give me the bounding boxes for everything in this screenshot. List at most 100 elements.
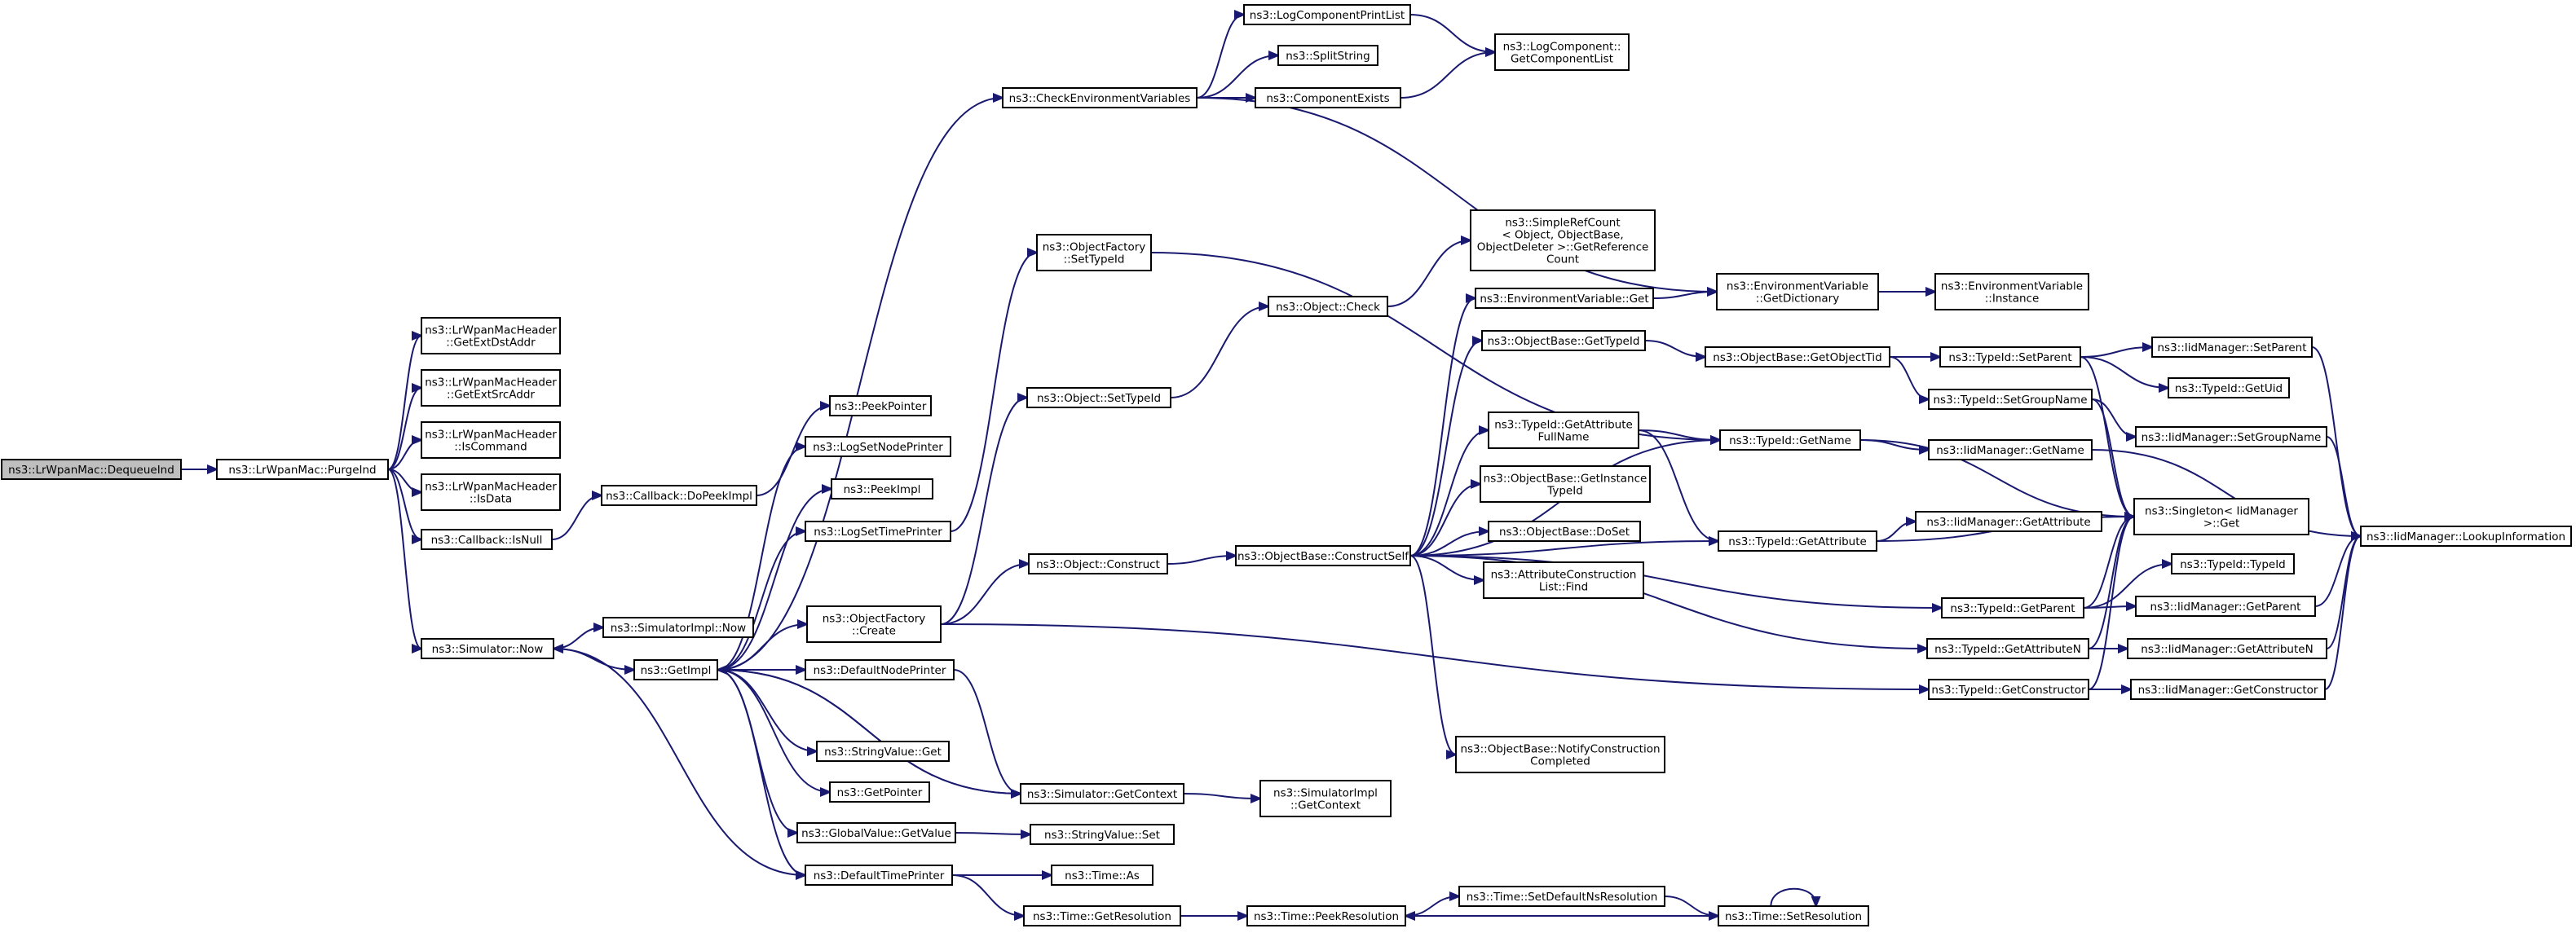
node-envgetdict[interactable]: ns3::EnvironmentVariable::GetDictionary	[1716, 273, 1879, 310]
arrowhead	[807, 746, 819, 756]
node-tidsetparent[interactable]: ns3::TypeId::SetParent	[1939, 346, 2081, 367]
node-box	[1246, 905, 1406, 926]
node-lcgetlist[interactable]: ns3::LogComponent::GetComponentList	[1494, 33, 1630, 71]
node-box	[796, 822, 956, 843]
node-ofsettype[interactable]: ns3::ObjectFactory::SetTypeId	[1036, 234, 1152, 271]
node-iidgetattrn[interactable]: ns3::IidManager::GetAttributeN	[2127, 638, 2327, 659]
edge-line	[1409, 14, 1496, 53]
node-box	[1028, 553, 1168, 574]
node-implnow[interactable]: ns3::SimulatorImpl::Now	[602, 617, 754, 638]
node-box	[1470, 209, 1656, 271]
node-tidgetuid[interactable]: ns3::TypeId::GetUid	[2168, 377, 2290, 398]
node-implgetctx[interactable]: ns3::SimulatorImpl::GetContext	[1259, 780, 1392, 817]
node-setdefns[interactable]: ns3::Time::SetDefaultNsResolution	[1458, 886, 1665, 907]
edge-line	[1409, 297, 1476, 557]
edge-constructself-to-obdoset	[1409, 526, 1491, 557]
node-iidgetparent[interactable]: ns3::IidManager::GetParent	[2135, 596, 2316, 617]
node-checkenv[interactable]: ns3::CheckEnvironmentVariables	[1002, 87, 1198, 108]
edge-envgetdict-to-envinst	[1878, 287, 1938, 297]
node-objconstruct[interactable]: ns3::Object::Construct	[1028, 553, 1168, 574]
node-logcplist[interactable]: ns3::LogComponentPrintList	[1243, 4, 1411, 25]
node-iidgetctor[interactable]: ns3::IidManager::GetConstructor	[2130, 679, 2326, 700]
arrowhead	[796, 442, 808, 451]
node-splitstr[interactable]: ns3::SplitString	[1277, 45, 1378, 66]
node-box	[2130, 679, 2326, 700]
arrowhead	[2126, 601, 2138, 611]
node-tidgetparent[interactable]: ns3::TypeId::GetParent	[1941, 597, 2084, 618]
node-iidsetparent[interactable]: ns3::IidManager::SetParent	[2151, 337, 2313, 358]
node-iidsetgroup[interactable]: ns3::IidManager::SetGroupName	[2135, 426, 2327, 447]
node-label: ns3::ObjectBase::DoSet	[1499, 526, 1630, 539]
node-tidgetname[interactable]: ns3::TypeId::GetName	[1719, 429, 1861, 451]
node-extsrc[interactable]: ns3::LrWpanMacHeader::GetExtSrcAddr	[421, 369, 561, 407]
node-label: >::Get	[2203, 517, 2239, 530]
node-envinst[interactable]: ns3::EnvironmentVariable::Instance	[1934, 273, 2089, 310]
arrowhead	[1479, 526, 1491, 536]
node-label: ns3::ObjectBase::GetTypeId	[1488, 335, 1640, 348]
node-strset[interactable]: ns3::StringValue::Set	[1030, 824, 1175, 845]
node-tidtypeid[interactable]: ns3::TypeId::TypeId	[2171, 553, 2295, 574]
arrowhead	[1485, 47, 1498, 57]
node-simgetctx[interactable]: ns3::Simulator::GetContext	[1020, 783, 1184, 804]
node-lognodepr[interactable]: ns3::LogSetNodePrinter	[805, 436, 951, 457]
node-obgettype[interactable]: ns3::ObjectBase::GetTypeId	[1481, 330, 1646, 351]
node-singleton[interactable]: ns3::Singleton< IidManager>::Get	[2133, 498, 2309, 535]
node-iscmd[interactable]: ns3::LrWpanMacHeader::IsCommand	[421, 421, 561, 459]
node-gvget[interactable]: ns3::GlobalValue::GetValue	[796, 822, 956, 843]
node-timegetres[interactable]: ns3::Time::GetResolution	[1023, 905, 1181, 926]
node-objsettype[interactable]: ns3::Object::SetTypeId	[1026, 387, 1171, 408]
edge-simgetctx-to-implgetctx	[1183, 793, 1263, 803]
edge-timesetres-to-peekres	[1403, 911, 1718, 921]
node-getimpl[interactable]: ns3::GetImpl	[633, 659, 718, 680]
arrowhead	[1014, 911, 1026, 921]
node-iidgetname[interactable]: ns3::IidManager::GetName	[1928, 439, 2093, 460]
node-logtimepr[interactable]: ns3::LogSetTimePrinter	[805, 521, 951, 542]
node-isdata[interactable]: ns3::LrWpanMacHeader::IsData	[421, 473, 561, 511]
node-extdst[interactable]: ns3::LrWpanMacHeader::GetExtDstAddr	[421, 317, 561, 354]
node-label: ns3::TypeId::SetGroupName	[1933, 394, 2087, 407]
node-purge[interactable]: ns3::LrWpanMac::PurgeInd	[216, 459, 389, 480]
node-peekptr[interactable]: ns3::PeekPointer	[829, 395, 932, 416]
node-label: ::SetTypeId	[1064, 253, 1125, 266]
node-label: ns3::TypeId::GetParent	[1950, 602, 2075, 615]
node-tidgetctor[interactable]: ns3::TypeId::GetConstructor	[1928, 679, 2089, 700]
node-deftimepr[interactable]: ns3::DefaultTimePrinter	[805, 865, 953, 886]
node-notifyconstr[interactable]: ns3::ObjectBase::NotifyConstructionCompl…	[1455, 736, 1665, 773]
edge-line	[717, 669, 818, 752]
node-constructself[interactable]: ns3::ObjectBase::ConstructSelf	[1235, 545, 1411, 566]
node-peekres[interactable]: ns3::Time::PeekResolution	[1246, 905, 1406, 926]
node-compexists[interactable]: ns3::ComponentExists	[1255, 87, 1401, 108]
node-strget[interactable]: ns3::StringValue::Get	[816, 741, 950, 762]
node-envget[interactable]: ns3::EnvironmentVariable::Get	[1475, 288, 1654, 309]
node-defnodepr[interactable]: ns3::DefaultNodePrinter	[805, 659, 955, 680]
node-peekimpl[interactable]: ns3::PeekImpl	[831, 478, 933, 500]
node-tidgetattrn[interactable]: ns3::TypeId::GetAttributeN	[1926, 638, 2089, 659]
node-iidgetattr[interactable]: ns3::IidManager::GetAttribute	[1915, 511, 2102, 532]
arrowhead	[787, 828, 800, 838]
node-simnow[interactable]: ns3::Simulator::Now	[421, 638, 554, 659]
edge-line	[940, 397, 1028, 625]
node-iidlookup[interactable]: ns3::IidManager::LookupInformation	[2360, 526, 2572, 547]
node-timeas[interactable]: ns3::Time::As	[1051, 865, 1153, 886]
node-tidgetattr[interactable]: ns3::TypeId::GetAttribute	[1718, 530, 1877, 552]
arrowhead	[820, 787, 832, 797]
node-objcheck[interactable]: ns3::Object::Check	[1268, 296, 1388, 317]
node-ofcreate[interactable]: ns3::ObjectFactory::Create	[806, 605, 942, 643]
node-timesetres[interactable]: ns3::Time::SetResolution	[1718, 905, 1869, 926]
node-obdoset[interactable]: ns3::ObjectBase::DoSet	[1488, 521, 1641, 542]
arrowhead	[1696, 352, 1708, 362]
node-box	[1716, 273, 1879, 310]
node-tidsetgroup[interactable]: ns3::TypeId::SetGroupName	[1928, 389, 2093, 410]
node-obgetobjtid[interactable]: ns3::ObjectBase::GetObjectTid	[1705, 346, 1890, 367]
node-refcount[interactable]: ns3::SimpleRefCount< Object, ObjectBase,…	[1470, 209, 1656, 271]
arrowhead	[1246, 93, 1258, 103]
node-isnull[interactable]: ns3::Callback::IsNull	[421, 529, 553, 550]
edge-tidgetctor-to-singleton	[2088, 512, 2137, 690]
node-dequeue[interactable]: ns3::LrWpanMac::DequeueInd	[1, 459, 182, 480]
node-getptr[interactable]: ns3::GetPointer	[829, 781, 930, 803]
node-label: ns3::EnvironmentVariable	[1727, 280, 1868, 293]
node-dopeek[interactable]: ns3::Callback::DoPeekImpl	[601, 485, 757, 506]
